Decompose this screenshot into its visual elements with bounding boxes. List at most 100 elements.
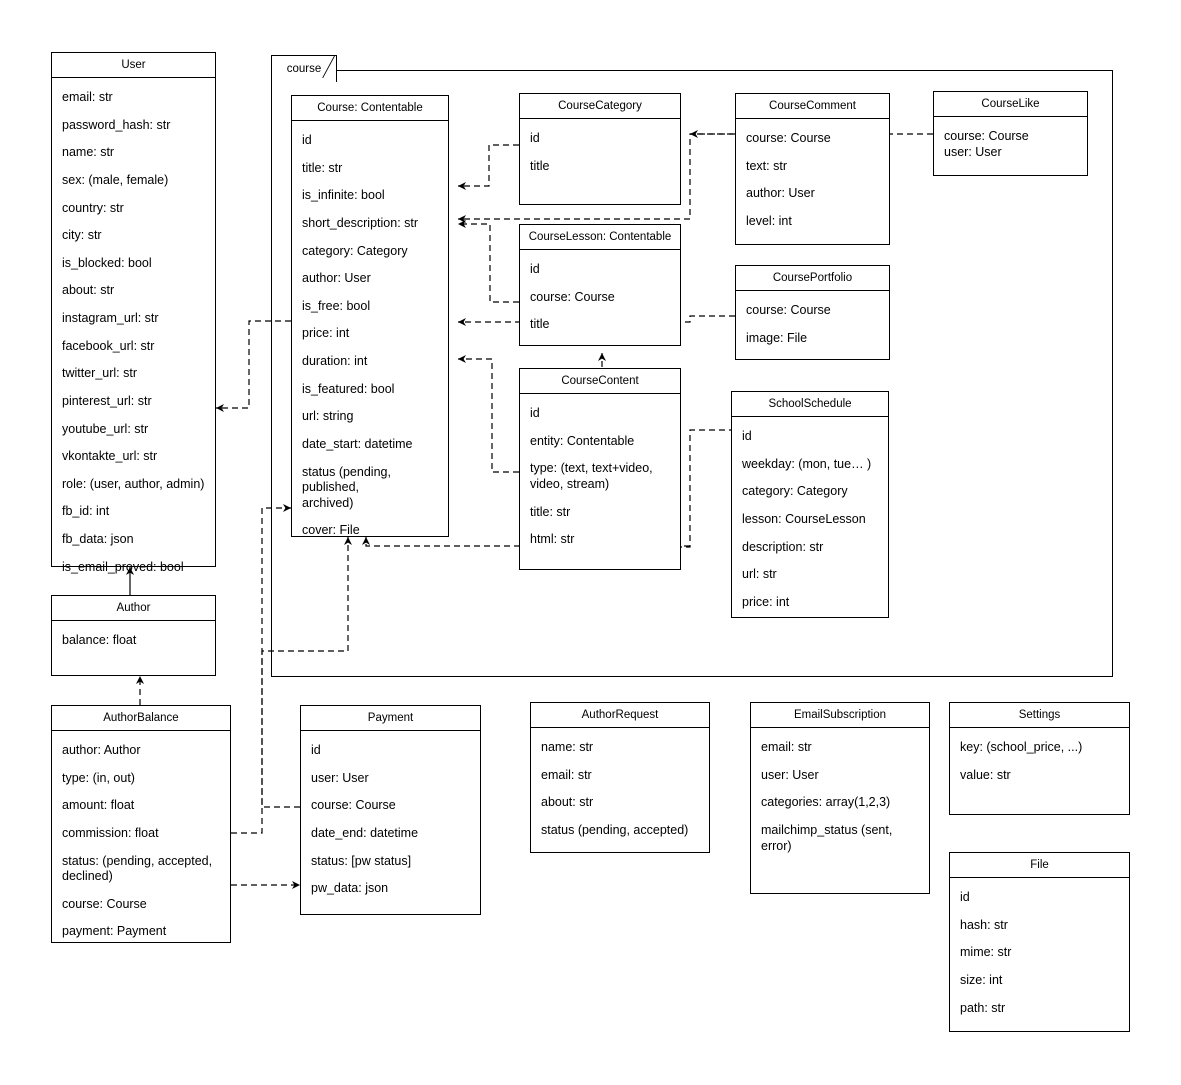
attr: date_end: datetime (311, 825, 419, 840)
class-course-like-attrs: course: Course user: User (934, 117, 1087, 170)
attr: status: [pw status] (311, 853, 412, 868)
attr: title: str (302, 160, 343, 175)
attr: is_featured: bool (302, 381, 395, 396)
class-course-lesson[interactable]: CourseLesson: Contentable id course: Cou… (519, 224, 681, 346)
class-course-lesson-attrs: id course: Course title (520, 250, 680, 343)
attr: facebook_url: str (62, 338, 155, 353)
class-course-comment-title: CourseComment (736, 94, 889, 119)
attr: course: Course (746, 303, 831, 317)
attr: url: str (742, 567, 777, 582)
class-email-subscription-attrs: email: str user: User categories: array(… (751, 728, 929, 864)
attr: course: Course (311, 798, 396, 813)
attr: path: str (960, 1000, 1006, 1015)
attr: date_start: datetime (302, 436, 413, 451)
attr: balance: float (62, 633, 137, 647)
class-course-content-title: CourseContent (520, 369, 680, 394)
class-school-schedule-attrs: id weekday: (mon, tue… ) category: Categ… (732, 417, 888, 620)
attr: hash: str (960, 917, 1008, 932)
attr: url: string (302, 409, 354, 424)
attr: course: Course (530, 289, 615, 304)
attr: status: (pending, accepted, declined) (62, 853, 213, 884)
attr: pinterest_url: str (62, 393, 152, 408)
class-course-like-title: CourseLike (934, 92, 1087, 117)
attr: vkontakte_url: str (62, 449, 158, 464)
class-author[interactable]: Author balance: float (51, 595, 216, 676)
class-email-subscription[interactable]: EmailSubscription email: str user: User … (750, 702, 930, 894)
attr: duration: int (302, 354, 368, 368)
attr: categories: array(1,2,3) (761, 795, 891, 810)
class-course-category[interactable]: CourseCategory id title (519, 93, 681, 205)
attr: author: User (302, 271, 371, 286)
attr: mime: str (960, 945, 1012, 960)
class-payment-title: Payment (301, 706, 480, 731)
attr: category: Category (302, 243, 408, 258)
class-course-content-attrs: id entity: Contentable type: (text, text… (520, 394, 680, 558)
attr: user: User (761, 767, 819, 782)
class-course-attrs: id title: str is_infinite: bool short_de… (292, 121, 448, 549)
attr: entity: Contentable (530, 433, 635, 448)
class-course-portfolio[interactable]: CoursePortfolio course: Course image: Fi… (735, 265, 890, 360)
class-course-content[interactable]: CourseContent id entity: Contentable typ… (519, 368, 681, 570)
class-course-category-attrs: id title (520, 119, 680, 184)
class-settings-attrs: key: (school_price, ...) value: str (950, 728, 1129, 793)
class-user[interactable]: User email: str password_hash: str name:… (51, 52, 216, 574)
attr: name: str (62, 145, 115, 160)
attr: level: int (746, 213, 792, 228)
class-author-balance-attrs: author: Author type: (in, out) amount: f… (52, 731, 230, 950)
attr: id (311, 743, 321, 757)
attr: title (530, 158, 550, 173)
class-school-schedule-title: SchoolSchedule (732, 392, 888, 417)
attr: price: int (742, 594, 790, 609)
attr: image: File (746, 330, 808, 345)
class-school-schedule[interactable]: SchoolSchedule id weekday: (mon, tue… ) … (731, 391, 889, 618)
attr: instagram_url: str (62, 311, 159, 325)
attr: author: User (746, 186, 815, 201)
class-author-balance[interactable]: AuthorBalance author: Author type: (in, … (51, 705, 231, 943)
class-course-comment-attrs: course: Course text: str author: User le… (736, 119, 889, 240)
attr: course: Course (62, 896, 147, 911)
attr: amount: float (62, 798, 135, 813)
attr: is_infinite: bool (302, 188, 385, 203)
attr: about: str (541, 795, 594, 810)
class-author-request-title: AuthorRequest (531, 703, 709, 728)
class-file[interactable]: File id hash: str mime: str size: int pa… (949, 852, 1130, 1032)
attr: title (530, 317, 550, 332)
class-payment[interactable]: Payment id user: User course: Course dat… (300, 705, 481, 915)
class-file-attrs: id hash: str mime: str size: int path: s… (950, 878, 1129, 1026)
attr: short_description: str (302, 215, 419, 230)
attr: weekday: (mon, tue… ) (742, 456, 872, 471)
package-course-label: course (286, 63, 322, 75)
class-author-request[interactable]: AuthorRequest name: str email: str about… (530, 702, 710, 853)
attr: category: Category (742, 484, 848, 499)
attr: course: Course user: User (944, 129, 1029, 159)
attr: id (530, 262, 540, 276)
class-course-title: Course: Contentable (292, 96, 448, 121)
attr: name: str (541, 740, 594, 754)
attr: email: str (761, 740, 812, 754)
class-user-attrs: email: str password_hash: str name: str … (52, 78, 215, 585)
class-user-title: User (52, 53, 215, 78)
attr: type: (text, text+video, video, stream) (530, 461, 653, 491)
attr: twitter_url: str (62, 366, 138, 381)
class-course-comment[interactable]: CourseComment course: Course text: str a… (735, 93, 890, 245)
attr: cover: File (302, 523, 360, 538)
attr: id (530, 406, 540, 420)
attr: pw_data: json (311, 881, 389, 896)
attr: sex: (male, female) (62, 172, 169, 187)
class-settings-title: Settings (950, 703, 1129, 728)
class-course-like[interactable]: CourseLike course: Course user: User (933, 91, 1088, 176)
class-course[interactable]: Course: Contentable id title: str is_inf… (291, 95, 449, 537)
attr: about: str (62, 283, 115, 298)
attr: fb_data: json (62, 532, 134, 546)
attr: id (742, 429, 752, 443)
package-course-tab: course (271, 55, 337, 82)
class-settings[interactable]: Settings key: (school_price, ...) value:… (949, 702, 1130, 815)
class-payment-attrs: id user: User course: Course date_end: d… (301, 731, 480, 907)
class-author-attrs: balance: float (52, 621, 215, 659)
attr: key: (school_price, ...) (960, 740, 1083, 754)
class-email-subscription-title: EmailSubscription (751, 703, 929, 728)
attr: country: str (62, 200, 124, 215)
attr: course: Course (746, 131, 831, 145)
class-course-portfolio-title: CoursePortfolio (736, 266, 889, 291)
